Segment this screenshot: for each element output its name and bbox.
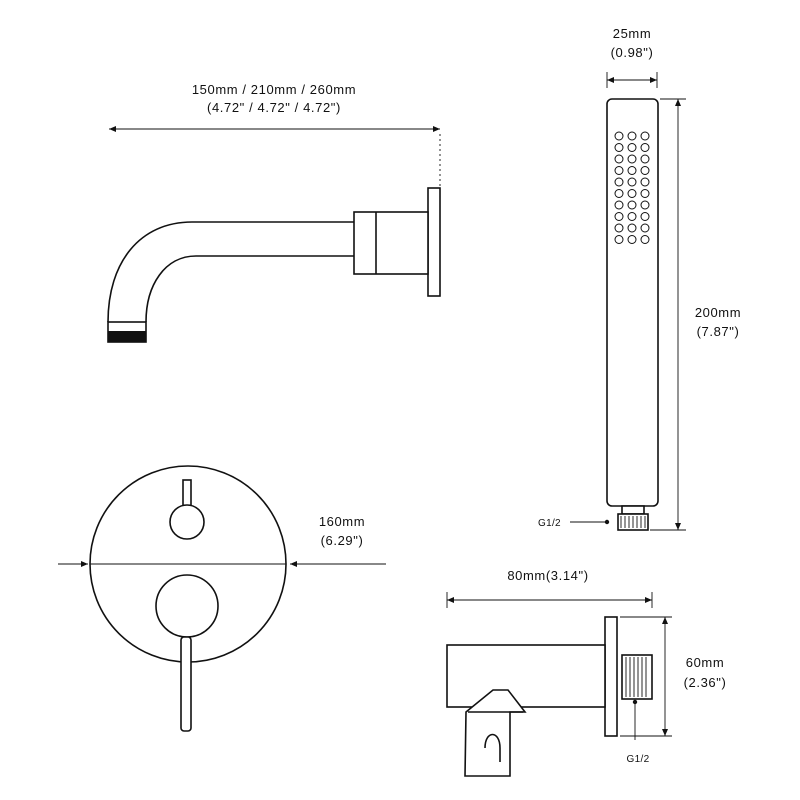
holder-body — [446, 644, 606, 708]
handshower-connector — [621, 505, 645, 515]
spray-hole — [627, 223, 637, 233]
spray-hole — [614, 177, 624, 187]
handshower-width-in: (0.98") — [611, 45, 654, 60]
spray-hole — [614, 235, 624, 244]
spray-hole — [614, 212, 624, 221]
handshower-width-mm: 25mm — [613, 26, 652, 41]
spray-hole — [640, 235, 650, 244]
holder-wall-flange — [604, 616, 618, 737]
spray-hole — [627, 131, 637, 141]
spout-dim-mm: 150mm / 210mm / 260mm — [192, 82, 356, 97]
spray-hole — [627, 177, 637, 187]
holder-drawing: 80mm(3.14") G1/2 60mm (2.36") — [446, 568, 727, 777]
spray-hole — [627, 166, 637, 175]
spray-hole — [614, 200, 624, 210]
spray-hole — [640, 131, 650, 141]
spray-hole — [614, 131, 624, 141]
handshower-height-in: (7.87") — [697, 324, 740, 339]
spout-hub — [353, 211, 429, 275]
spray-hole — [614, 143, 624, 152]
holder-height-mm: 60mm — [686, 655, 725, 670]
spray-hole — [614, 223, 624, 233]
mixer-handle — [180, 636, 192, 732]
spray-hole — [640, 189, 650, 198]
spout-wall-flange — [427, 187, 441, 297]
mixer-knob — [155, 574, 219, 638]
spray-hole — [627, 235, 637, 244]
spout-arm — [107, 221, 354, 323]
handshower-drawing: 25mm (0.98") G1/2 200mm (7.87") — [538, 26, 741, 531]
spray-holes — [614, 131, 650, 244]
spray-hole — [640, 166, 650, 175]
spray-hole — [627, 212, 637, 221]
holder-height-in: (2.36") — [684, 675, 727, 690]
valve-plate-drawing: 160mm (6.29") — [58, 465, 386, 732]
spray-hole — [627, 154, 637, 164]
spray-hole — [614, 166, 624, 175]
spray-hole — [614, 154, 624, 164]
holder-thread — [621, 654, 653, 700]
spray-hole — [640, 143, 650, 152]
spout-drawing: 150mm / 210mm / 260mm (4.72" / 4.72" / 4… — [107, 82, 441, 343]
holder-thread-label: G1/2 — [627, 754, 650, 765]
spray-hole — [640, 200, 650, 210]
spray-hole — [640, 212, 650, 221]
valve-dia-in: (6.29") — [321, 533, 364, 548]
spray-hole — [627, 143, 637, 152]
valve-dia-mm: 160mm — [319, 514, 365, 529]
spray-hole — [640, 223, 650, 233]
handshower-thread-label: G1/2 — [538, 518, 561, 529]
spray-hole — [614, 189, 624, 198]
spray-hole — [627, 189, 637, 198]
spray-hole — [627, 200, 637, 210]
spray-hole — [640, 154, 650, 164]
handshower-height-mm: 200mm — [695, 305, 741, 320]
holder-depth-label: 80mm(3.14") — [507, 568, 588, 583]
spray-hole — [640, 177, 650, 187]
diverter-knob — [169, 504, 205, 540]
spout-dim-in: (4.72" / 4.72" / 4.72") — [207, 100, 341, 115]
